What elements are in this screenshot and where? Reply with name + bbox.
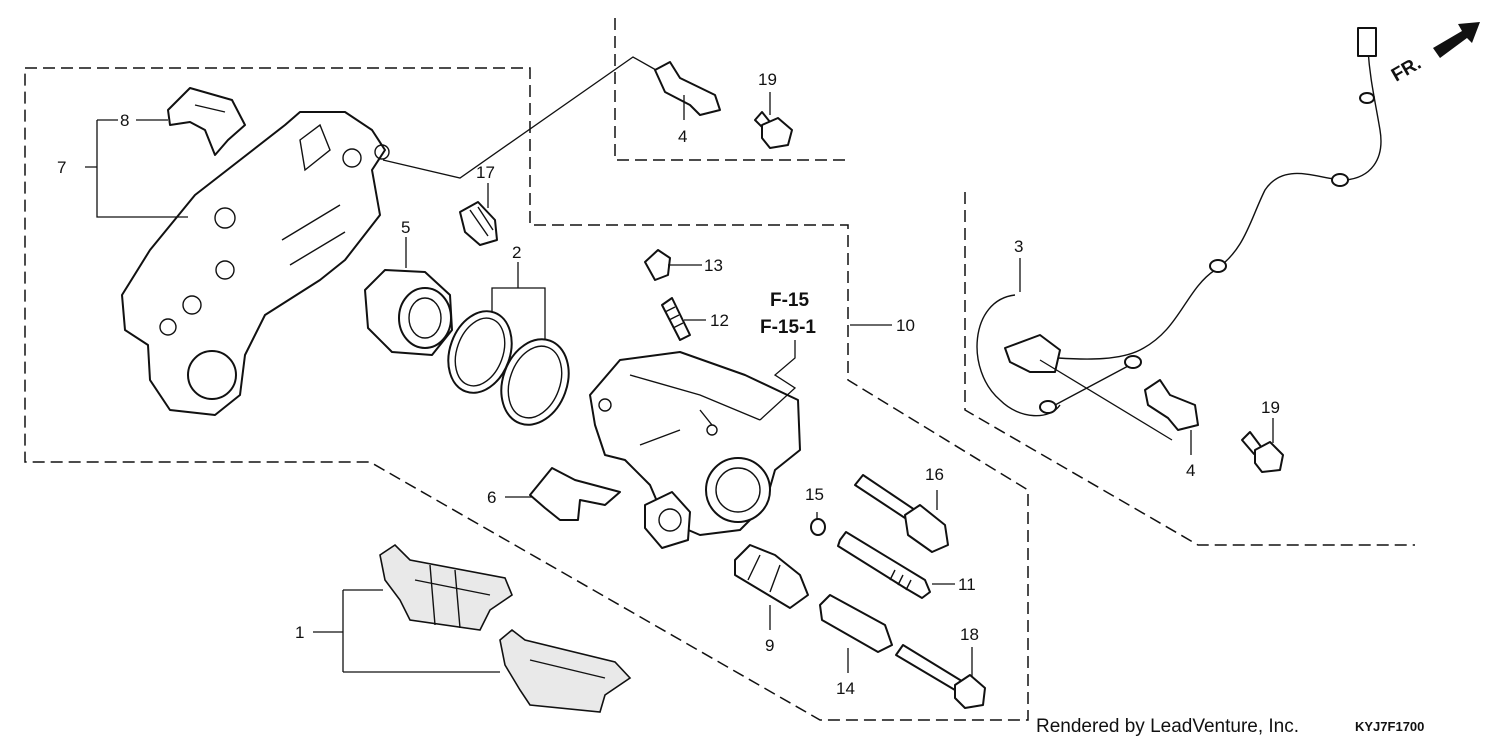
bolt-19-upper-part bbox=[754, 111, 793, 149]
callout-18: 18 bbox=[960, 625, 979, 644]
callout-8: 8 bbox=[120, 111, 129, 130]
callout-16: 16 bbox=[925, 465, 944, 484]
callout-10: 10 bbox=[896, 316, 915, 335]
caliper-bracket-part bbox=[121, 111, 390, 416]
washer-part bbox=[810, 518, 826, 536]
clamp-upper-part bbox=[654, 61, 721, 116]
render-credit: Rendered by LeadVenture, Inc. bbox=[1036, 716, 1299, 737]
pin-bolt-16-part bbox=[854, 474, 949, 553]
callout-11: 11 bbox=[958, 575, 976, 594]
callout-17: 17 bbox=[476, 163, 495, 182]
bolt-19-lower-part bbox=[1241, 431, 1284, 473]
front-direction-label: FR. bbox=[1388, 53, 1425, 86]
piston-part bbox=[364, 269, 453, 356]
caliper-body-part bbox=[589, 351, 801, 549]
bleeder-cap-part bbox=[644, 249, 671, 281]
boot-part bbox=[734, 544, 809, 609]
front-direction-arrow: FR. bbox=[1388, 22, 1480, 86]
brake-pads-part bbox=[379, 543, 632, 713]
bolt-17-part bbox=[459, 201, 498, 246]
bleeder-screw-part bbox=[661, 297, 691, 341]
arrow-shape-icon bbox=[1433, 22, 1480, 58]
callout-7: 7 bbox=[57, 158, 66, 177]
callout-13: 13 bbox=[704, 256, 723, 275]
callout-3: 3 bbox=[1014, 237, 1023, 256]
callout-5: 5 bbox=[401, 218, 410, 237]
section-ref-f15: F-15 bbox=[770, 290, 810, 311]
sensor-group-boundary bbox=[964, 192, 1415, 546]
callout-14: 14 bbox=[836, 679, 855, 698]
callout-4-upper: 4 bbox=[678, 127, 687, 146]
wheel-speed-sensor-part bbox=[976, 27, 1382, 417]
callout-4-lower: 4 bbox=[1186, 461, 1195, 480]
leader-lines bbox=[85, 56, 1274, 677]
bracket-clip-part bbox=[167, 87, 246, 156]
callout-2: 2 bbox=[512, 243, 521, 262]
slide-pin-part bbox=[837, 531, 931, 599]
diagram-code: KYJ7F1700 bbox=[1355, 719, 1424, 734]
caliper-bracket-group-boundary bbox=[24, 67, 1029, 721]
callout-19-upper: 19 bbox=[758, 70, 777, 89]
clamp-lower-part bbox=[1144, 379, 1199, 431]
piston-seals-part bbox=[447, 310, 570, 426]
pad-spring-part bbox=[529, 467, 621, 521]
callout-9: 9 bbox=[765, 636, 774, 655]
callout-12: 12 bbox=[710, 311, 729, 330]
callout-19-lower: 19 bbox=[1261, 398, 1280, 417]
callout-15: 15 bbox=[805, 485, 824, 504]
callout-6: 6 bbox=[487, 488, 496, 507]
callout-1: 1 bbox=[295, 623, 304, 642]
section-ref-f15-1: F-15-1 bbox=[760, 317, 816, 338]
bolt-18-part bbox=[895, 644, 986, 709]
sleeve-part bbox=[819, 594, 893, 653]
clamp-group-boundary bbox=[614, 18, 848, 161]
